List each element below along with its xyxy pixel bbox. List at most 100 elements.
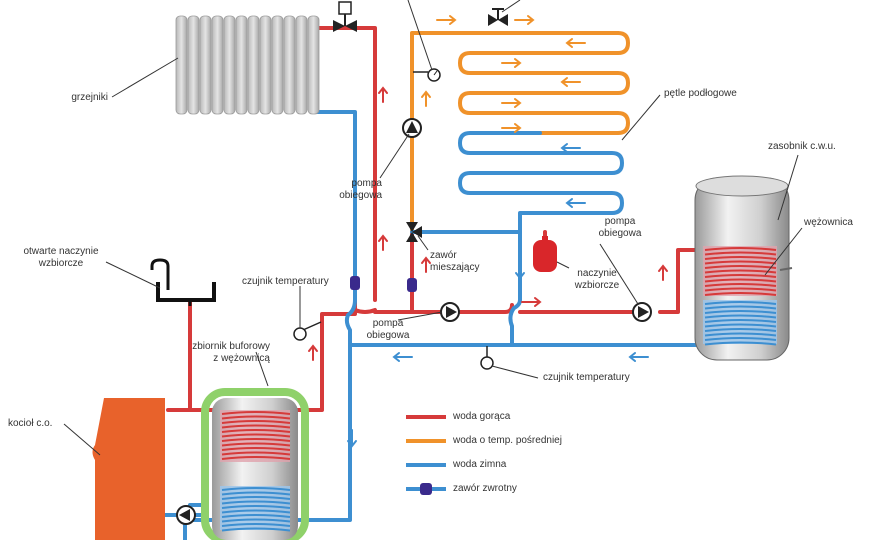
legend-label: woda o temp. pośredniej bbox=[453, 435, 562, 446]
coil-turn bbox=[704, 269, 777, 274]
temp-sensor-left-icon bbox=[293, 321, 322, 341]
radiator-fin bbox=[295, 15, 308, 115]
radiator-fin bbox=[199, 15, 212, 115]
legend-label: woda zimna bbox=[453, 459, 507, 470]
buffer-tank-label-line1: zbiornik buforowy bbox=[192, 341, 270, 352]
radiators-label: grzejniki bbox=[71, 92, 108, 103]
arrow-left-cold-2 bbox=[565, 198, 586, 208]
coil-turn bbox=[704, 323, 777, 328]
arrow-right-orange-5 bbox=[501, 123, 522, 133]
coil-turn bbox=[704, 310, 777, 314]
coil-turn bbox=[704, 278, 777, 283]
coil-turn bbox=[221, 509, 291, 514]
expansion-vessel-label-line1: naczynie bbox=[577, 268, 617, 279]
temp-sensor-bottom-icon bbox=[480, 346, 494, 370]
expansion-vessel-label-line2: wzbiorcze bbox=[574, 280, 620, 291]
pump-right-label-line1: pompa bbox=[604, 216, 636, 227]
pump-right-icon bbox=[632, 302, 652, 322]
expansion-vessel-icon bbox=[533, 236, 557, 272]
coil-turn bbox=[221, 491, 291, 496]
radiator-fin bbox=[211, 15, 224, 115]
arrow-up-hot-4 bbox=[658, 264, 668, 281]
buffer-tank bbox=[201, 388, 309, 540]
buffer-tank-label-line2: z wężownicą bbox=[213, 353, 270, 364]
coil-turn bbox=[704, 260, 777, 265]
radiator-fin bbox=[223, 15, 236, 115]
radiator-fin bbox=[235, 15, 248, 115]
hot-pipe-to-radiators bbox=[313, 26, 377, 302]
cold-pipe-radiator-return bbox=[313, 110, 357, 347]
radiator-fin bbox=[283, 15, 296, 115]
floor-loops-label: pętle podłogowe bbox=[664, 88, 737, 99]
mixing-valve-icon bbox=[406, 222, 422, 242]
pump-lower-label: pompa obiegowa bbox=[360, 318, 416, 342]
arrow-up-hot-3 bbox=[421, 256, 431, 273]
coil-turn bbox=[704, 274, 777, 278]
coil-turn bbox=[221, 514, 291, 518]
coil-turn bbox=[221, 523, 291, 527]
radiator bbox=[175, 15, 320, 115]
coil-turn bbox=[221, 415, 291, 420]
legend-label: woda gorąca bbox=[453, 411, 511, 422]
coil-turn bbox=[704, 328, 777, 332]
coil-turn bbox=[704, 283, 777, 287]
arrow-down-cold-1 bbox=[515, 261, 525, 280]
coil-turn bbox=[221, 500, 291, 505]
legend bbox=[406, 415, 446, 495]
dhw-tank bbox=[694, 175, 793, 361]
open-vessel-label-line1: otwarte naczynie bbox=[23, 246, 99, 257]
coil-turn bbox=[221, 433, 291, 438]
radiator-fin bbox=[247, 15, 260, 115]
floor-loop-valve-icon bbox=[488, 8, 508, 26]
radiator-fin bbox=[175, 15, 188, 115]
pump-lower-icon bbox=[440, 302, 460, 322]
legend-label: zawór zwrotny bbox=[453, 483, 517, 494]
coil-turn bbox=[704, 247, 777, 251]
coil-turn bbox=[704, 256, 777, 260]
arrow-left-cold-3 bbox=[392, 352, 413, 362]
radiator-fin bbox=[307, 15, 320, 115]
coil-turn bbox=[221, 429, 291, 433]
temp-sensor-left-label: czujnik temperatury bbox=[242, 276, 329, 287]
coil-turn bbox=[221, 442, 291, 447]
coil-label: wężownica bbox=[804, 217, 853, 228]
coil-turn bbox=[704, 305, 777, 310]
check-valve-icon bbox=[350, 276, 417, 292]
arrow-up-hot-2 bbox=[378, 234, 388, 251]
pump-upper-label-line1: pompa bbox=[351, 178, 382, 189]
coil-turn bbox=[221, 451, 291, 456]
coil-turn bbox=[704, 292, 777, 296]
hot-pipe-riser-link bbox=[353, 308, 377, 314]
arrow-left-cold-1 bbox=[560, 143, 581, 153]
cold-pipe-floor-return bbox=[508, 306, 516, 347]
coil-turn bbox=[704, 332, 777, 337]
coil-turn bbox=[221, 424, 291, 429]
coil-turn bbox=[704, 319, 777, 323]
pump-upper-label-line2: obiegowa bbox=[339, 190, 382, 201]
arrow-up-hot-5 bbox=[308, 344, 318, 361]
pump-boiler-icon bbox=[176, 505, 196, 525]
radiator-fin bbox=[187, 15, 200, 115]
temp-sensor-bottom-label: czujnik temperatury bbox=[543, 372, 630, 383]
pump-upper-label: pompa obiegowa bbox=[290, 178, 382, 202]
coil-turn bbox=[221, 527, 291, 532]
radiator-fin bbox=[271, 15, 284, 115]
coil-turn bbox=[221, 438, 291, 442]
thermometer-icon bbox=[413, 68, 441, 82]
hot-pipe-main bbox=[373, 248, 712, 314]
coil-turn bbox=[704, 287, 777, 292]
coil-turn bbox=[704, 314, 777, 319]
open-expansion-vessel-icon bbox=[150, 258, 216, 306]
floor-loops-orange bbox=[458, 31, 630, 135]
coil-turn bbox=[221, 420, 291, 424]
mixing-valve-label-line2: mieszający bbox=[430, 262, 480, 273]
dhw-tank-label: zasobnik c.w.u. bbox=[768, 141, 836, 152]
coil-turn bbox=[704, 301, 777, 305]
pump-right-label: pompa obiegowa bbox=[585, 216, 655, 240]
legend-swatch-valve bbox=[420, 483, 432, 495]
radiator-valve-icon bbox=[333, 1, 357, 32]
coil-turn bbox=[221, 456, 291, 460]
flow-arrows bbox=[308, 15, 668, 448]
buffer-tank-label: zbiornik buforowy z wężownicą bbox=[170, 341, 270, 365]
